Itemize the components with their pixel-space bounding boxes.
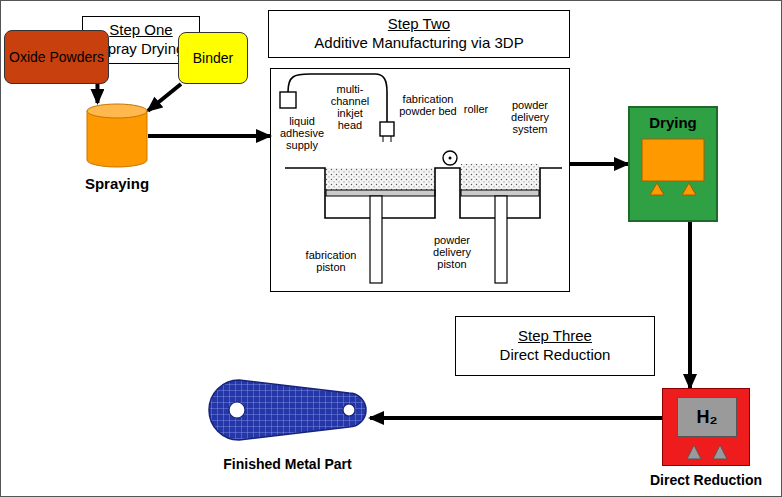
part-label: liquid adhesive supply	[273, 115, 331, 151]
process-label: Spraying	[85, 175, 149, 192]
part-label: roller	[459, 103, 493, 115]
metal-part-drawing	[205, 372, 370, 448]
step-title: Spray Drying	[98, 40, 185, 59]
part-label: fabrication powder bed	[399, 93, 457, 117]
finished-part: Finished Metal Part	[205, 372, 370, 472]
flow-arrow	[370, 416, 662, 420]
oven-part	[638, 137, 708, 199]
spray-dryer: Spraying	[80, 103, 154, 192]
process-label: Drying	[649, 114, 697, 131]
part-label: fabrication piston	[299, 249, 363, 273]
material-label: Binder	[193, 50, 233, 66]
material-box: Binder	[178, 32, 248, 84]
step-title: Additive Manufacturing via 3DP	[314, 34, 523, 53]
illustration-frame: liquid adhesive supplymulti-channel inkj…	[270, 68, 570, 292]
spray-cylinder	[86, 103, 148, 169]
flow-arrow	[148, 134, 270, 138]
part-label: multi-channel inkjet head	[325, 83, 375, 131]
step-title-box: Step TwoAdditive Manufacturing via 3DP	[268, 10, 570, 58]
flow-arrow	[148, 84, 181, 111]
step-number: Step Two	[388, 15, 450, 34]
drying-oven: Drying	[628, 106, 718, 222]
part-caption: Finished Metal Part	[223, 456, 351, 472]
gas-label: H₂	[697, 407, 718, 428]
part-label: powder delivery piston	[419, 234, 485, 270]
step-number: Step Three	[518, 327, 592, 346]
step-title-box: Step ThreeDirect Reduction	[455, 316, 655, 376]
step-title: Direct Reduction	[500, 346, 611, 365]
hydrogen-chamber: H₂	[677, 397, 737, 437]
process-label: Direct Reduction	[650, 472, 762, 488]
material-box: Oxide Powders	[4, 30, 109, 84]
step-number: Step One	[109, 21, 172, 40]
reduction-furnace: H₂ Direct Reduction	[638, 388, 774, 488]
material-label: Oxide Powders	[9, 49, 104, 65]
part-label: powder delivery system	[497, 99, 563, 135]
flow-arrow	[570, 162, 628, 166]
flow-arrow	[95, 84, 99, 103]
furnace-box: H₂	[662, 388, 750, 466]
flow-arrow	[688, 222, 692, 388]
